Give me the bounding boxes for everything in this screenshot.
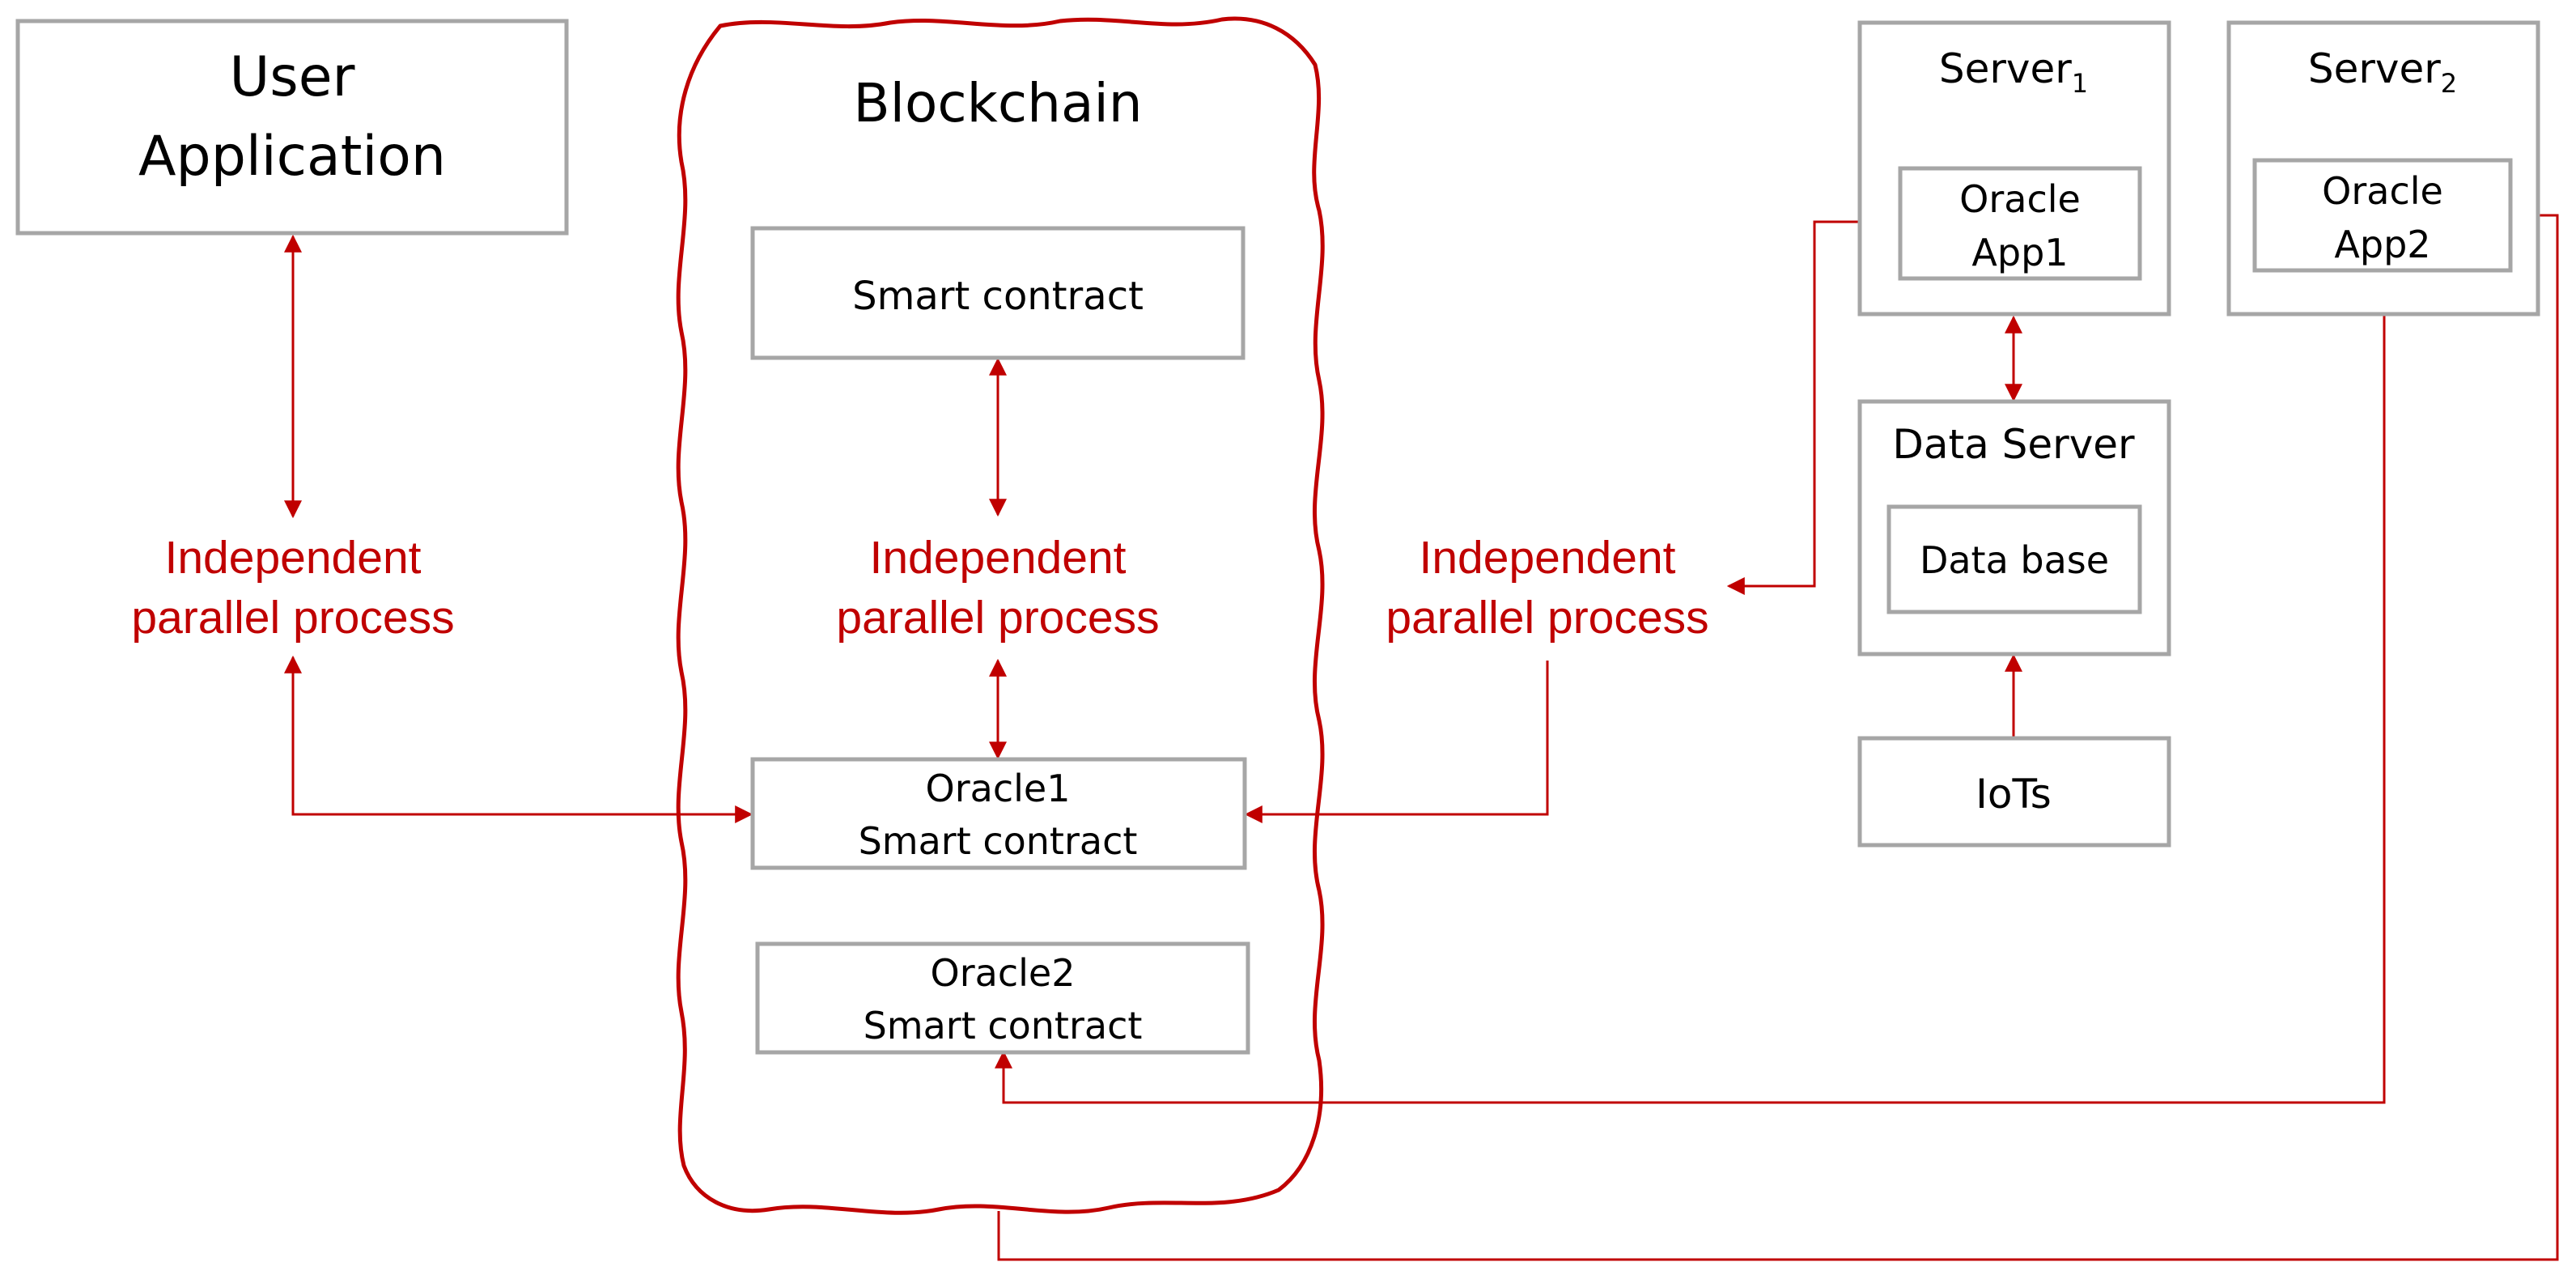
connector-blockchain-oracleapp2 — [997, 206, 2559, 1261]
iots-label: IoTs — [1975, 771, 2052, 818]
server2-box: Server2 Oracle App2 — [2226, 20, 2540, 317]
connector-server2-oracle2 — [995, 316, 2386, 1104]
process-label-2-line1: Independent — [870, 532, 1127, 584]
user-application-label-line1: User — [230, 45, 355, 109]
smart-contract-label: Smart contract — [852, 274, 1144, 319]
database-box — [1886, 504, 2142, 614]
oracle-app1-label-line2: App1 — [1971, 231, 2068, 274]
connector-process1-oracle1 — [284, 655, 753, 823]
oracle1-label-line2: Smart contract — [859, 819, 1138, 863]
blockchain-title: Blockchain — [853, 72, 1142, 134]
oracle-app2-label-line1: Oracle — [2322, 169, 2443, 213]
smart-contract-box: Smart contract — [750, 226, 1246, 360]
oracle2-label-line2: Smart contract — [864, 1004, 1143, 1047]
connector-process3-oracle1 — [1244, 661, 1549, 823]
connector-oracleapp1-process3 — [1726, 220, 1900, 595]
oracle-app1-box — [1898, 166, 2142, 281]
server2-title: Server2 — [2308, 45, 2457, 99]
process-label-1: Independent parallel process — [131, 532, 454, 644]
server1-title: Server1 — [1939, 45, 2088, 99]
oracle2-label-line1: Oracle2 — [931, 951, 1076, 995]
user-application-box: User Application — [15, 19, 569, 236]
data-server-box: Data Server Data base — [1857, 399, 2171, 656]
process-label-2-line2: parallel process — [836, 592, 1159, 644]
server1-box: Server1 Oracle App1 — [1857, 20, 2171, 317]
data-server-title: Data Server — [1892, 421, 2135, 468]
process-label-1-line2: parallel process — [131, 592, 454, 644]
process-label-1-line1: Independent — [165, 532, 422, 584]
process-label-3: Independent parallel process — [1386, 532, 1708, 644]
oracle-app2-label-line2: App2 — [2334, 223, 2430, 266]
iots-box: IoTs — [1857, 736, 2171, 848]
oracle1-smart-contract-box: Oracle1 Smart contract — [750, 757, 1247, 870]
process-label-2: Independent parallel process — [836, 532, 1159, 644]
oracle1-label-line1: Oracle1 — [926, 767, 1071, 810]
process-label-3-line1: Independent — [1420, 532, 1676, 584]
oracle2-smart-contract-box: Oracle2 Smart contract — [755, 941, 1250, 1055]
database-label: Data base — [1920, 538, 2109, 582]
process-label-3-line2: parallel process — [1386, 592, 1708, 644]
user-application-label-line2: Application — [138, 125, 446, 189]
oracle-app1-label-line1: Oracle — [1959, 177, 2081, 221]
oracle-app2-box — [2252, 158, 2513, 273]
